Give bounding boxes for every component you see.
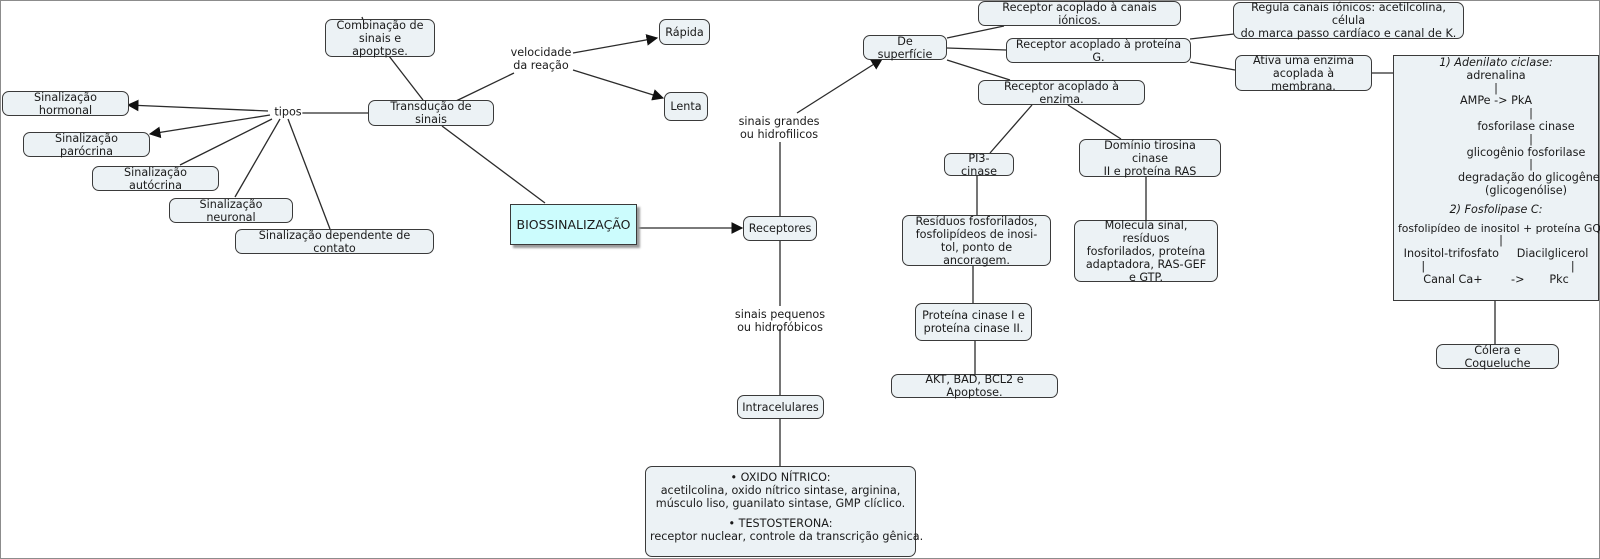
pathway-line: adrenalina (1466, 68, 1526, 82)
pathway-connector: | (1529, 158, 1533, 172)
pathway-connector: | (1529, 107, 1533, 121)
link-label-sinais-grandes: sinais grandes ou hidrofilicos (738, 115, 820, 141)
node-molecula-sinal[interactable]: Molecula sinal, resíduos fosforilados, p… (1074, 219, 1218, 284)
node-rapida[interactable]: Rápida (659, 19, 710, 45)
link-tipos-autocrina (179, 118, 273, 166)
pathway-line: AMPe -> PkA (1460, 94, 1532, 108)
node-sinalizacao-parocrina[interactable]: Sinalização parócrina (23, 132, 150, 158)
pathway-line: glicogênio fosforilase (1466, 145, 1586, 159)
node-receptores[interactable]: Receptores (743, 216, 817, 241)
node-intracelulares[interactable]: Intracelulares (737, 395, 824, 419)
pathway-connector: | | (1421, 259, 1575, 273)
node-akt-bad-bcl2[interactable]: AKT, BAD, BCL2 e Apoptose. (891, 373, 1058, 399)
link-tipos-contato (287, 118, 331, 230)
node-enzyme-pathways[interactable]: 1) Adenilato ciclase: adrenalina | AMPe … (1393, 55, 1600, 301)
node-lenta[interactable]: Lenta (664, 92, 708, 121)
link-transducao-combinacao (388, 55, 424, 101)
pathway-connector: | (1494, 81, 1498, 95)
pathway-line: (glicogenólise) (1485, 183, 1567, 197)
node-sinalizacao-autocrina[interactable]: Sinalização autócrina (92, 166, 219, 192)
link-superficie-enzima (946, 59, 1011, 81)
pathway-heading-fosfolipase: 2) Fosfolipase C: (1449, 202, 1543, 216)
link-transducao-root (441, 125, 546, 204)
node-root-biossinalizacao[interactable]: BIOSSINALIZAÇÃO (510, 204, 637, 245)
node-combinacao[interactable]: Combinação de sinais e apoptpse. (325, 19, 435, 58)
link-enzima-pi3 (989, 104, 1033, 154)
link-velocidade-lenta (572, 69, 665, 101)
link-proteinag-ativa (1189, 61, 1236, 71)
link-label-tipos: tipos (273, 105, 303, 119)
link-grandes-superficie (796, 58, 883, 114)
link-proteinag-regula (1189, 33, 1235, 40)
node-sinalizacao-contato[interactable]: Sinalização dependente de contato (235, 229, 434, 255)
node-intracelulares-detail[interactable]: • OXIDO NÍTRICO: acetilcolina, oxido nít… (645, 466, 924, 557)
node-pi3-cinase[interactable]: PI3-cinase (944, 152, 1014, 178)
link-enzima-tirosina (1067, 104, 1122, 140)
pathway-connector: | (1529, 132, 1533, 146)
node-regula-canais[interactable]: Regula canais iónicos: acetilcolina, cél… (1233, 1, 1464, 40)
link-tipos-neuronal (234, 118, 281, 198)
node-de-superficie[interactable]: De superfície (863, 35, 947, 61)
pathway-heading-adenilato: 1) Adenilato ciclase: (1439, 56, 1553, 69)
pathway-connector: | (1499, 234, 1503, 248)
node-receptor-canais-ionicos[interactable]: Receptor acoplado à canais iónicos. (978, 1, 1181, 27)
link-velocidade-rapida (572, 34, 659, 54)
node-sinalizacao-hormonal[interactable]: Sinalização hormonal (2, 91, 129, 117)
intracel-line: acetilcolina, oxido nítrico sintase, arg… (660, 483, 901, 497)
intracel-line: receptor nuclear, controle da transcriçã… (650, 530, 924, 544)
node-sinalizacao-neuronal[interactable]: Sinalização neuronal (169, 198, 293, 224)
pathway-line: fosfolipídeo de inositol + proteína GQ (1398, 221, 1600, 235)
link-tipos-parocrina (148, 114, 271, 139)
link-label-sinais-pequenos: sinais pequenos ou hidrofóbicos (734, 308, 826, 334)
pathway-line: Inositol-trifosfato Diacilglicerol (1403, 247, 1589, 261)
link-transducao-velocidade (455, 72, 515, 102)
pathway-line: fosforilase cinase (1477, 119, 1575, 133)
pathway-line: degradação do glicogêneo (1458, 171, 1600, 185)
link-superficie-proteinag (946, 47, 1007, 51)
node-receptor-proteina-g[interactable]: Receptor acoplado à proteína G. (1006, 38, 1191, 64)
node-ativa-enzima[interactable]: Ativa uma enzima acoplada à membrana. (1235, 54, 1372, 93)
node-tirosina-cinase[interactable]: Domínio tirosina cinase II e proteína RA… (1079, 139, 1221, 178)
link-tipos-hormonal (126, 99, 269, 112)
node-receptor-enzima[interactable]: Receptor acoplado à enzima. (978, 80, 1145, 106)
intracel-line: músculo liso, guanilato sintase, GMP clí… (655, 496, 906, 510)
node-residuos-fosforilados[interactable]: Resíduos fosforilados, fosfolipídeos de … (902, 215, 1051, 267)
intracel-line: • TESTOSTERONA: (728, 517, 833, 531)
node-transducao-de-sinais[interactable]: Transdução de sinais (368, 100, 494, 126)
node-colera-coqueluche[interactable]: Cólera e Coqueluche (1436, 344, 1559, 370)
link-superficie-canais (946, 25, 1005, 39)
pathway-line: Canal Ca+ -> Pkc (1423, 272, 1569, 286)
intracel-line: • OXIDO NÍTRICO: (730, 471, 831, 484)
link-label-velocidade: velocidade da reação (510, 46, 572, 72)
node-proteina-cinase[interactable]: Proteína cinase I e proteína cinase II. (915, 303, 1032, 341)
